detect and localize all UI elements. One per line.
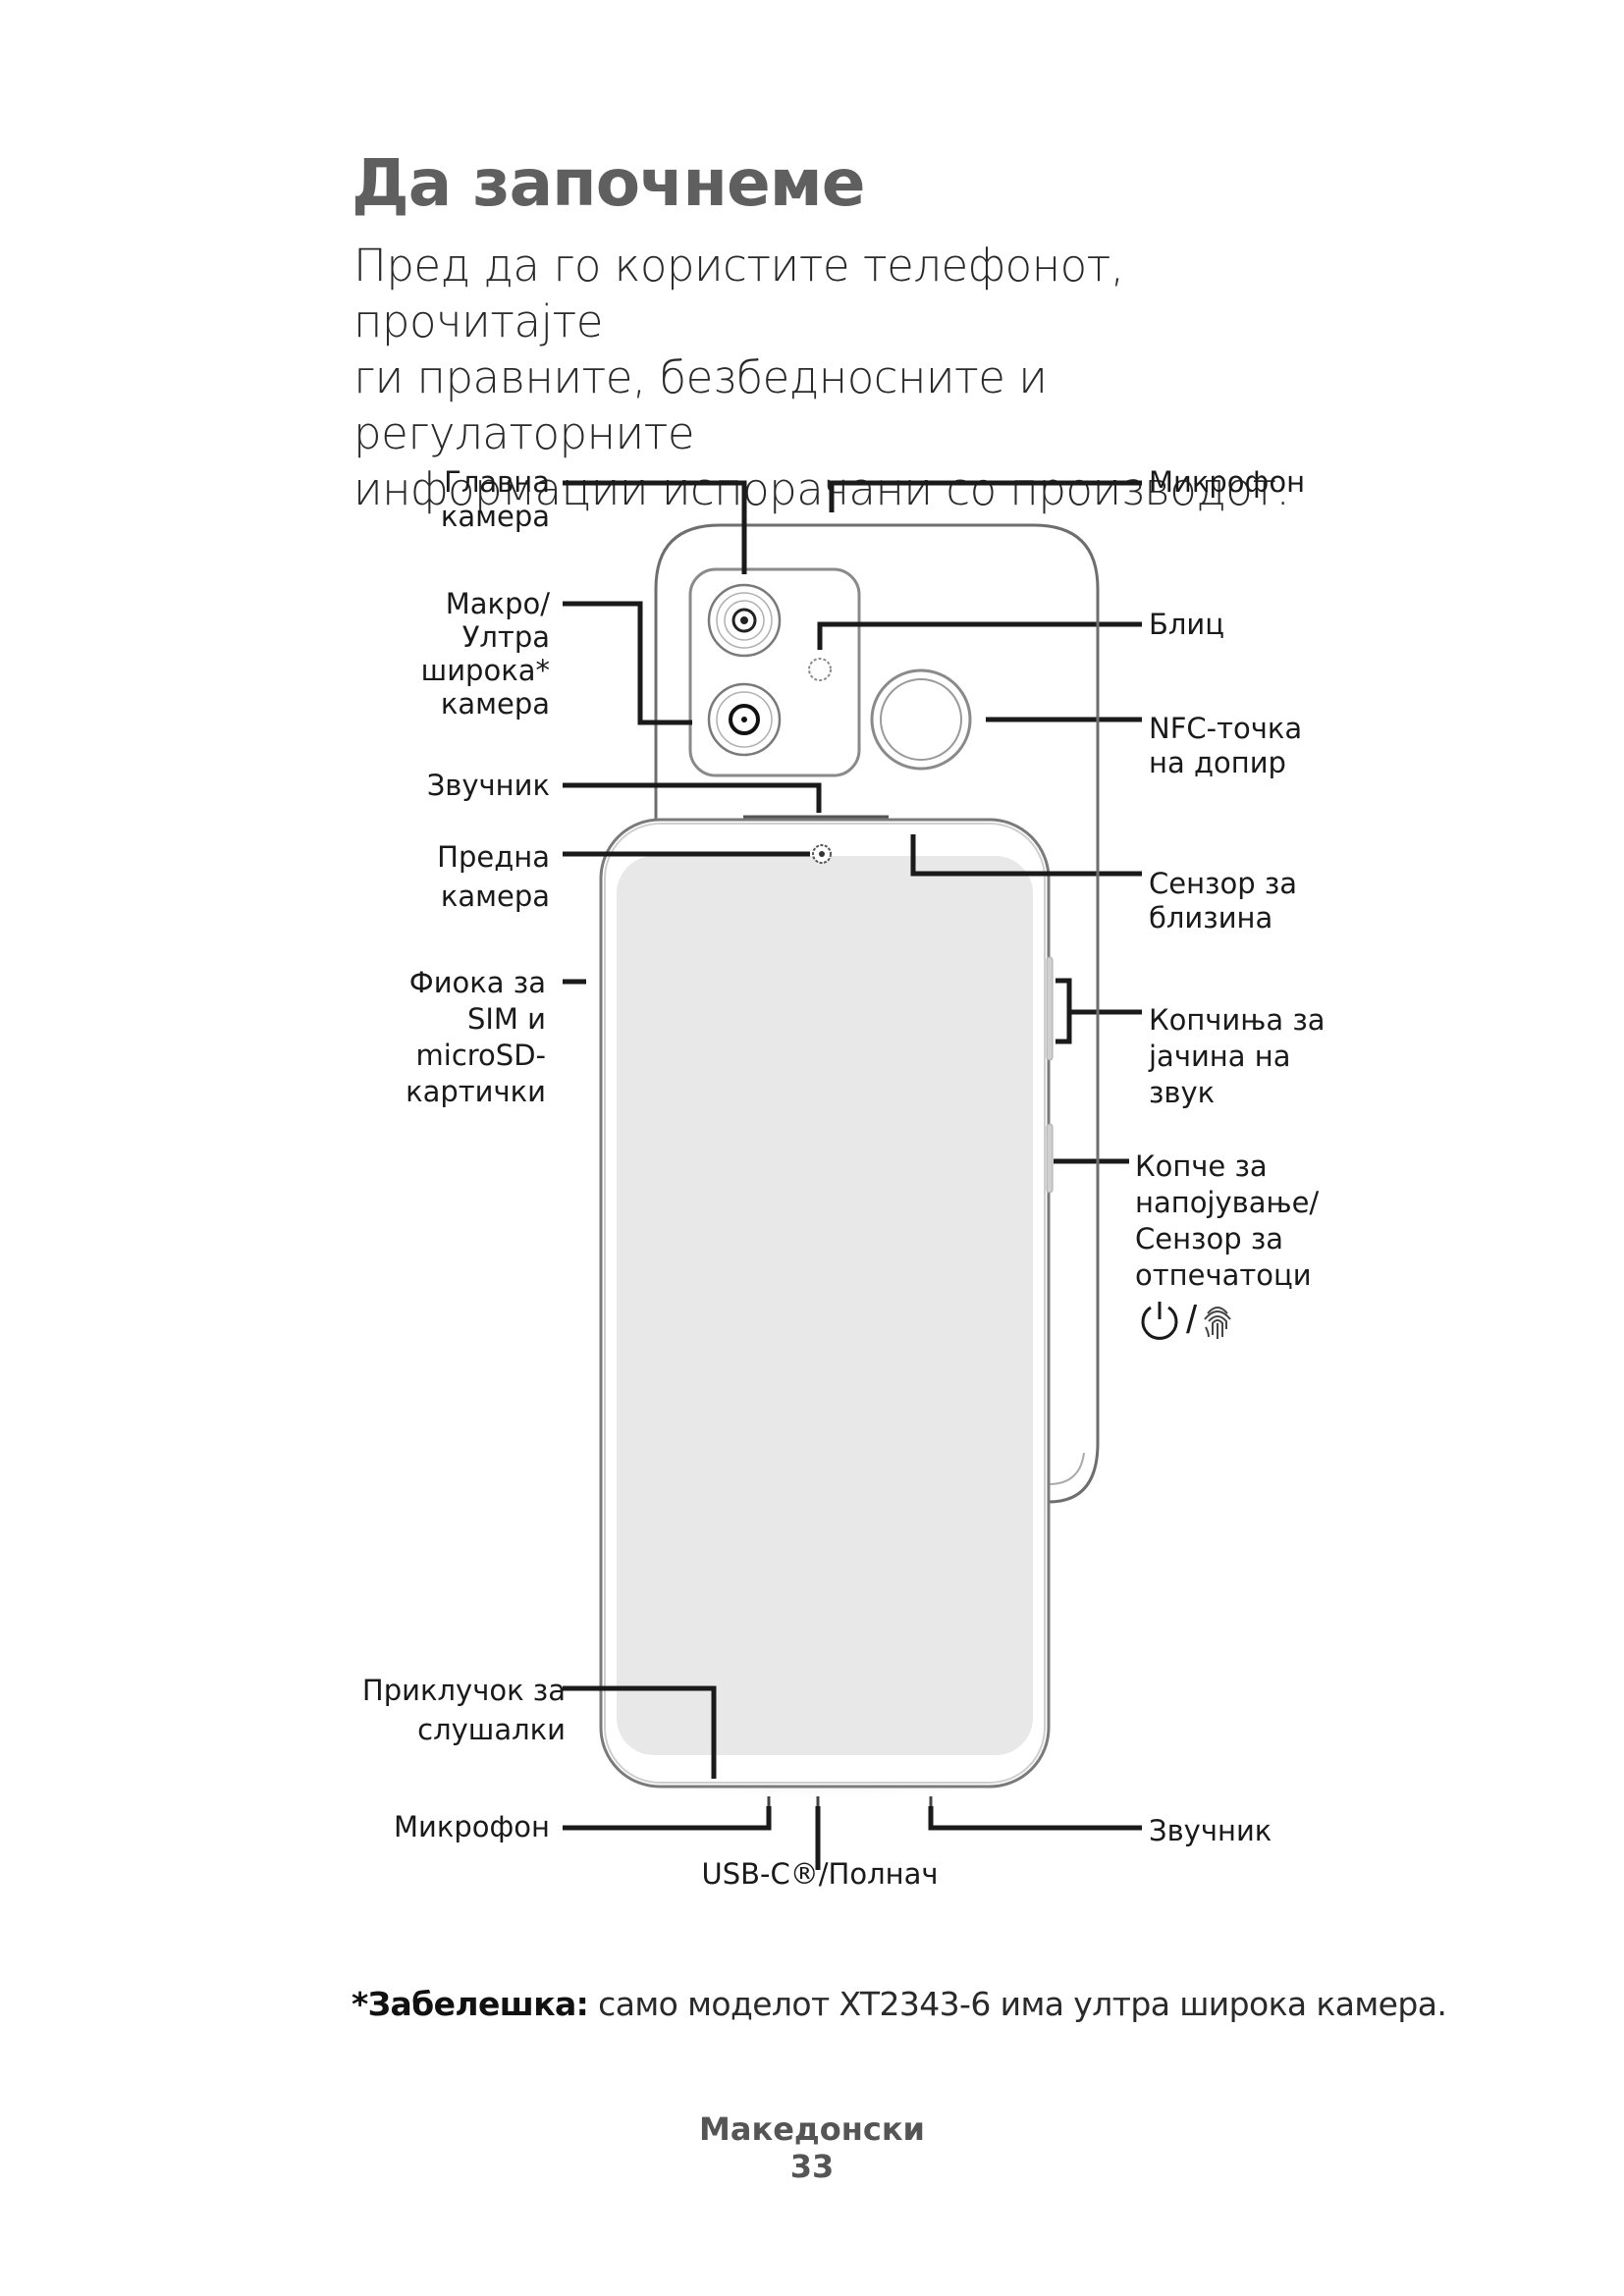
phone-front (599, 815, 1054, 1824)
icon-separator: / (1186, 1298, 1198, 1342)
label-line: картички (406, 1075, 546, 1108)
label-line: SIM и (466, 1002, 546, 1036)
label-power: Копче за напојување/ Сензор за отпечатоц… (1135, 1148, 1390, 1294)
label-line: Звучник (1149, 1814, 1272, 1847)
label-front-camera: Предна камера (353, 837, 550, 916)
label-top-mic: Микрофон (1149, 465, 1384, 500)
label-bottom-speaker: Звучник (1149, 1814, 1384, 1848)
label-line: Сензор за (1135, 1222, 1284, 1255)
label-line: Фиока за (408, 966, 546, 999)
label-line: отпечатоци (1135, 1258, 1312, 1292)
footnote: *Забелешка: само моделот XT2343-6 има ул… (352, 1985, 1447, 2023)
label-line: Приклучок за (361, 1674, 566, 1707)
fingerprint-icon (1204, 1307, 1231, 1339)
label-line: слушалки (417, 1713, 566, 1746)
label-volume: Копчиња за јачина на звук (1149, 1002, 1384, 1111)
intro-line: информации испорачани со производот. (353, 463, 1290, 515)
label-line: Звучник (426, 769, 550, 802)
label-line: Микрофон (1149, 465, 1306, 499)
label-macro-camera: Макро/ Ултра широка* камера (353, 587, 550, 721)
leader-bottom-mic (563, 1806, 772, 1831)
label-line: јачина на (1149, 1040, 1291, 1073)
screen (617, 856, 1033, 1755)
label-line: камера (440, 687, 550, 721)
nfc-area (870, 668, 972, 771)
label-line: Ултра (461, 620, 550, 654)
label-line: звук (1149, 1076, 1216, 1109)
label-line: широка* (420, 654, 550, 687)
label-main-camera: Главна камера (353, 465, 550, 534)
label-line: близина (1149, 901, 1273, 934)
label-headphone-jack: Приклучок за слушалки (324, 1671, 566, 1749)
power-icon (1141, 1302, 1178, 1340)
label-proximity: Сензор за близина (1149, 867, 1384, 935)
label-line: камера (440, 500, 550, 533)
intro-line: Пред да го користите телефонот, прочитај… (353, 240, 1124, 347)
leader-top-mic (829, 480, 1142, 512)
label-flash: Блиц (1149, 608, 1384, 642)
leader-flash (817, 621, 1142, 650)
power-button-shape (1046, 1123, 1054, 1194)
label-line: напојување/ (1135, 1186, 1320, 1219)
label-line: Сензор за (1149, 867, 1298, 900)
intro-line: ги правните, безбедносните и регулаторни… (353, 351, 1048, 459)
power-fingerprint-icons: / (1137, 1298, 1234, 1343)
label-line: Копчиња за (1149, 1003, 1326, 1037)
macro-camera-lens (707, 682, 782, 757)
leader-headphone (563, 1685, 717, 1779)
label-line: на допир (1149, 746, 1286, 779)
label-line: Копче за (1135, 1149, 1268, 1183)
label-sim-tray: Фиока за SIM и microSD- картички (353, 965, 546, 1110)
label-usb: USB-C®/Полнач (701, 1857, 939, 1891)
label-bottom-mic: Микрофон (324, 1810, 550, 1844)
leader-lines (563, 480, 1142, 1870)
label-line: камера (440, 880, 550, 913)
label-line: microSD- (415, 1039, 546, 1072)
main-camera-lens (707, 583, 782, 658)
footer-language: Македонски (699, 2110, 925, 2148)
front-camera (812, 844, 832, 864)
footnote-text: само моделот XT2343-6 има ултра широка к… (588, 1985, 1447, 2023)
flash (808, 658, 832, 681)
label-line: Главна (444, 465, 550, 499)
intro-paragraph: Пред да го користите телефонот, прочитај… (353, 238, 1335, 517)
leader-earpiece (563, 782, 822, 813)
footnote-prefix: *Забелешка: (352, 1985, 589, 2023)
label-line: Блиц (1149, 608, 1225, 641)
page-title: Да започнеме (352, 145, 866, 221)
label-line: Микрофон (393, 1810, 550, 1843)
leader-main-camera (563, 480, 747, 574)
leader-bottom-speaker (928, 1806, 1142, 1831)
page-number: 33 (789, 2148, 835, 2185)
label-nfc: NFC-точка на допир (1149, 712, 1384, 780)
leader-macro-camera (563, 601, 692, 725)
label-earpiece: Звучник (353, 769, 550, 803)
label-line: Макро/ (445, 587, 550, 620)
label-line: Предна (437, 840, 550, 874)
volume-buttons-shape (1046, 956, 1054, 1061)
label-line: NFC-точка (1149, 712, 1303, 745)
leader-proximity (910, 834, 1142, 877)
